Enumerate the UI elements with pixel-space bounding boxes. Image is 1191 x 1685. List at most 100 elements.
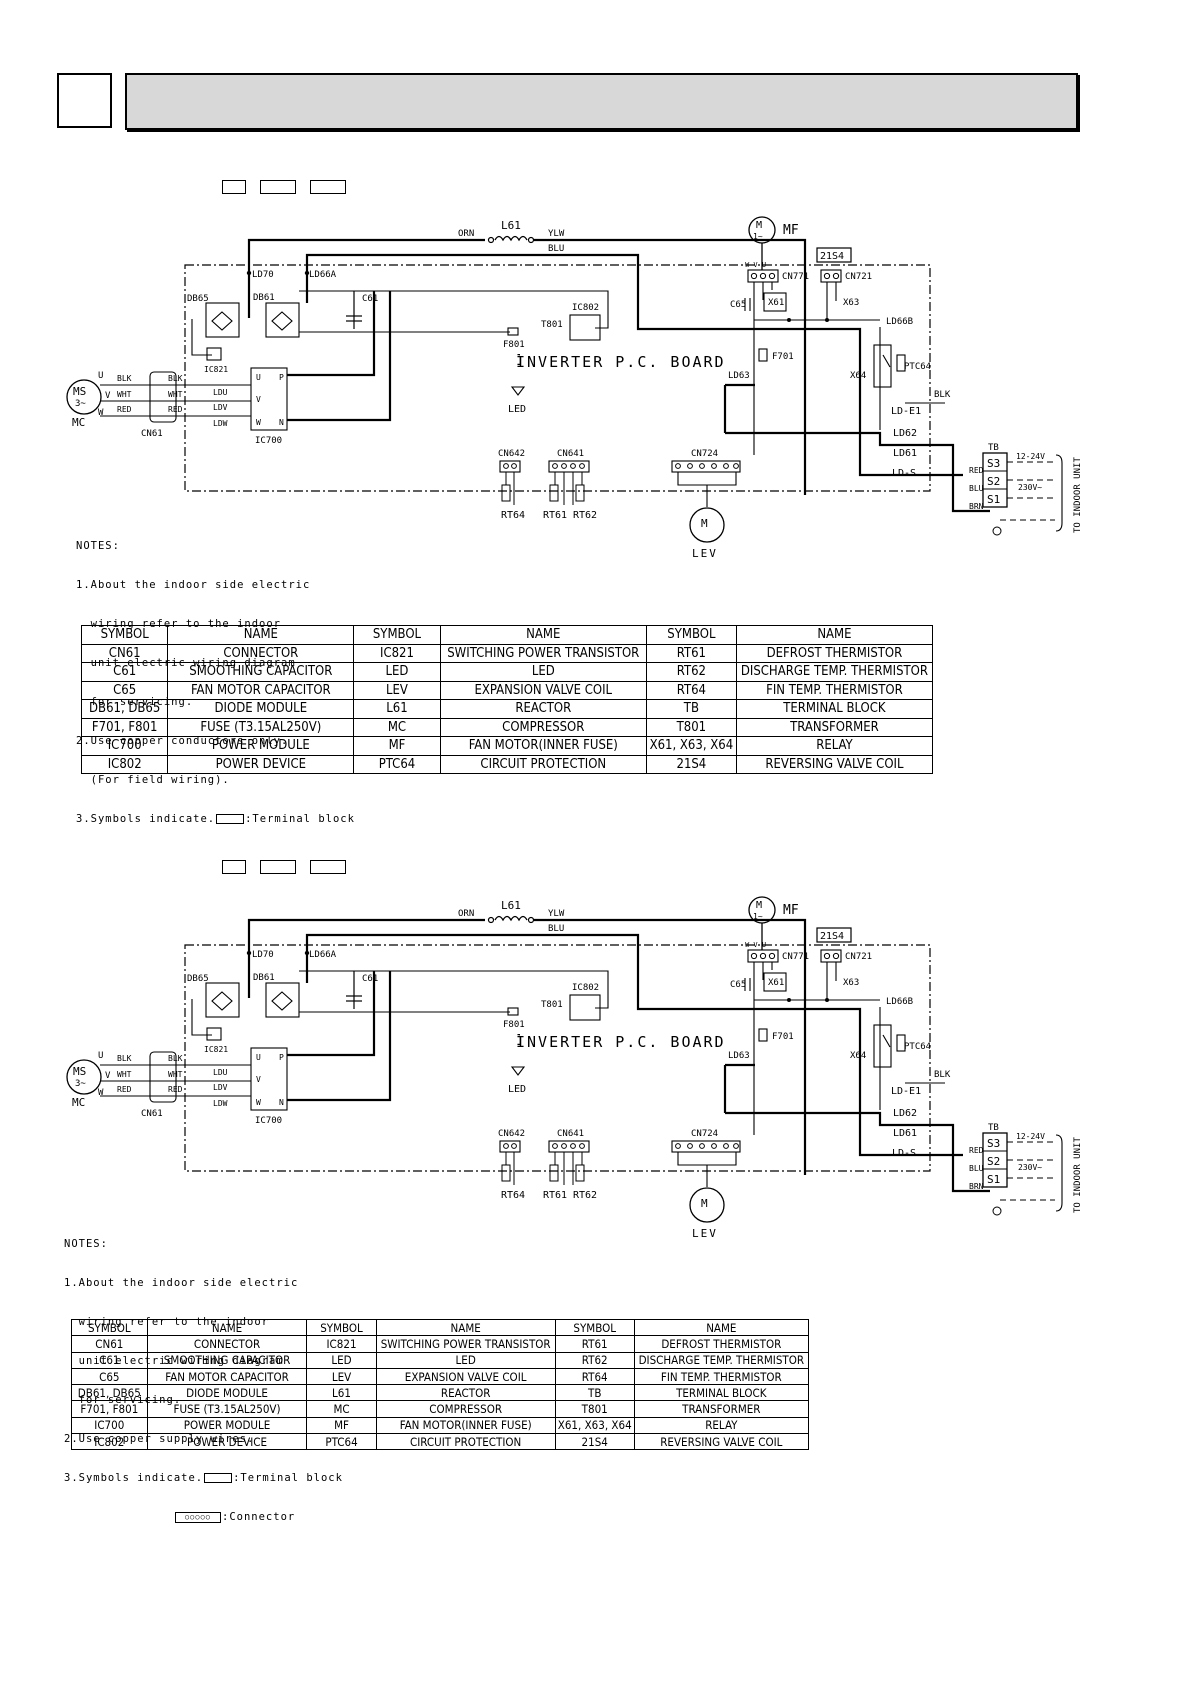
table-cell: C61 (71, 1351, 148, 1369)
table-cell: RT61 (554, 1335, 635, 1353)
table-cell: C65 (71, 1367, 148, 1386)
model-box (310, 180, 346, 194)
table-cell: FUSE (T3.15AL250V) (146, 1400, 308, 1418)
section-title-bar (125, 73, 1078, 130)
header-cell: SYMBOL (353, 625, 441, 645)
table-header-row: SYMBOL NAME SYMBOL NAME SYMBOL NAME (71, 1318, 810, 1337)
model-box (310, 860, 346, 874)
model-box (222, 180, 246, 194)
table-cell: IC802 (71, 1433, 148, 1451)
table-cell: C65 (80, 680, 169, 700)
table-cell: IC802 (80, 754, 169, 774)
table-cell: REVERSING VALVE COIL (633, 1433, 810, 1451)
table-cell: LEV (353, 680, 441, 700)
table-cell: EXPANSION VALVE COIL (375, 1367, 556, 1386)
table-cell: CN61 (80, 643, 169, 663)
table-cell: FAN MOTOR CAPACITOR (167, 680, 355, 700)
table-cell: RT61 (645, 643, 737, 663)
table-cell: TRANSFORMER (633, 1400, 810, 1418)
table-cell: FAN MOTOR(INNER FUSE) (439, 736, 647, 756)
table-cell: FIN TEMP. THERMISTOR (633, 1367, 810, 1386)
table-cell: FIN TEMP. THERMISTOR (735, 680, 934, 700)
table-cell: RT64 (554, 1367, 635, 1386)
notes-terminal-label: :Terminal block (233, 1472, 343, 1484)
table-cell: DEFROST THERMISTOR (633, 1335, 810, 1353)
table-cell: FUSE (T3.15AL250V) (167, 717, 355, 737)
table-cell: POWER DEVICE (146, 1433, 308, 1451)
table-cell: DISCHARGE TEMP. THERMISTOR (633, 1351, 810, 1369)
table-cell: IC700 (71, 1416, 148, 1435)
table-cell: MC (306, 1400, 377, 1418)
table-cell: TERMINAL BLOCK (735, 699, 934, 719)
table-cell: CN61 (71, 1335, 148, 1353)
model-box (260, 180, 296, 194)
table-cell: POWER MODULE (167, 736, 355, 756)
table-cell: IC821 (353, 643, 441, 663)
notes-line: 3.Symbols indicate. (76, 813, 216, 825)
terminal-block-symbol (216, 814, 245, 824)
table-cell: DIODE MODULE (146, 1384, 308, 1402)
table-cell: MF (353, 736, 441, 756)
table-cell: IC821 (306, 1335, 377, 1353)
model-box (222, 860, 246, 874)
table-cell: CIRCUIT PROTECTION (439, 754, 647, 774)
table-cell: RT62 (554, 1351, 635, 1369)
table-cell: LEV (306, 1367, 377, 1386)
table-cell: FAN MOTOR(INNER FUSE) (375, 1416, 556, 1435)
table-cell: C61 (80, 662, 169, 682)
notes-line: 1.About the indoor side electric (76, 579, 311, 591)
header-cell: SYMBOL (306, 1318, 377, 1337)
table-cell: 21S4 (554, 1433, 635, 1451)
table-cell: LED (306, 1351, 377, 1369)
header-cell: SYMBOL (71, 1318, 148, 1337)
table-cell: CONNECTOR (167, 643, 355, 663)
symbol-table-2: SYMBOL NAME SYMBOL NAME SYMBOL NAME CN61… (71, 1318, 810, 1451)
table-cell: DIODE MODULE (167, 699, 355, 719)
terminal-block-symbol (204, 1473, 233, 1483)
table-cell: SWITCHING POWER TRANSISTOR (375, 1335, 556, 1353)
table-cell: POWER MODULE (146, 1416, 308, 1435)
table-cell: 21S4 (645, 754, 737, 774)
header-cell: NAME (146, 1318, 308, 1337)
table-cell: TRANSFORMER (735, 717, 934, 737)
table-cell: F701, F801 (71, 1400, 148, 1418)
section-number-box (57, 73, 112, 128)
table-cell: DB61, DB65 (80, 699, 169, 719)
header-cell: NAME (375, 1318, 556, 1337)
table-header-row: SYMBOL NAME SYMBOL NAME SYMBOL NAME (80, 625, 934, 645)
table-cell: RT64 (645, 680, 737, 700)
header-cell: NAME (735, 625, 934, 645)
board-title-1: INVERTER P.C. BOARD (516, 353, 726, 371)
table-cell: MC (353, 717, 441, 737)
table-cell: SWITCHING POWER TRANSISTOR (439, 643, 647, 663)
notes-line: 3.Symbols indicate. (64, 1472, 204, 1484)
table-cell: REACTOR (439, 699, 647, 719)
table-cell: SMOOTHING CAPACITOR (167, 662, 355, 682)
model-box (260, 860, 296, 874)
table-cell: REACTOR (375, 1384, 556, 1402)
table-cell: F701, F801 (80, 717, 169, 737)
table-cell: CONNECTOR (146, 1335, 308, 1353)
table-cell: COMPRESSOR (375, 1400, 556, 1418)
board-title-2: INVERTER P.C. BOARD (516, 1033, 726, 1051)
header-cell: SYMBOL (80, 625, 169, 645)
table-cell: LED (439, 662, 647, 682)
table-cell: TERMINAL BLOCK (633, 1384, 810, 1402)
table-cell: FAN MOTOR CAPACITOR (146, 1367, 308, 1386)
table-cell: DISCHARGE TEMP. THERMISTOR (735, 662, 934, 682)
table-cell: CIRCUIT PROTECTION (375, 1433, 556, 1451)
table-cell: MF (306, 1416, 377, 1435)
header-cell: NAME (167, 625, 355, 645)
table-cell: T801 (554, 1400, 635, 1418)
table-cell: REVERSING VALVE COIL (735, 754, 934, 774)
table-cell: L61 (306, 1384, 377, 1402)
